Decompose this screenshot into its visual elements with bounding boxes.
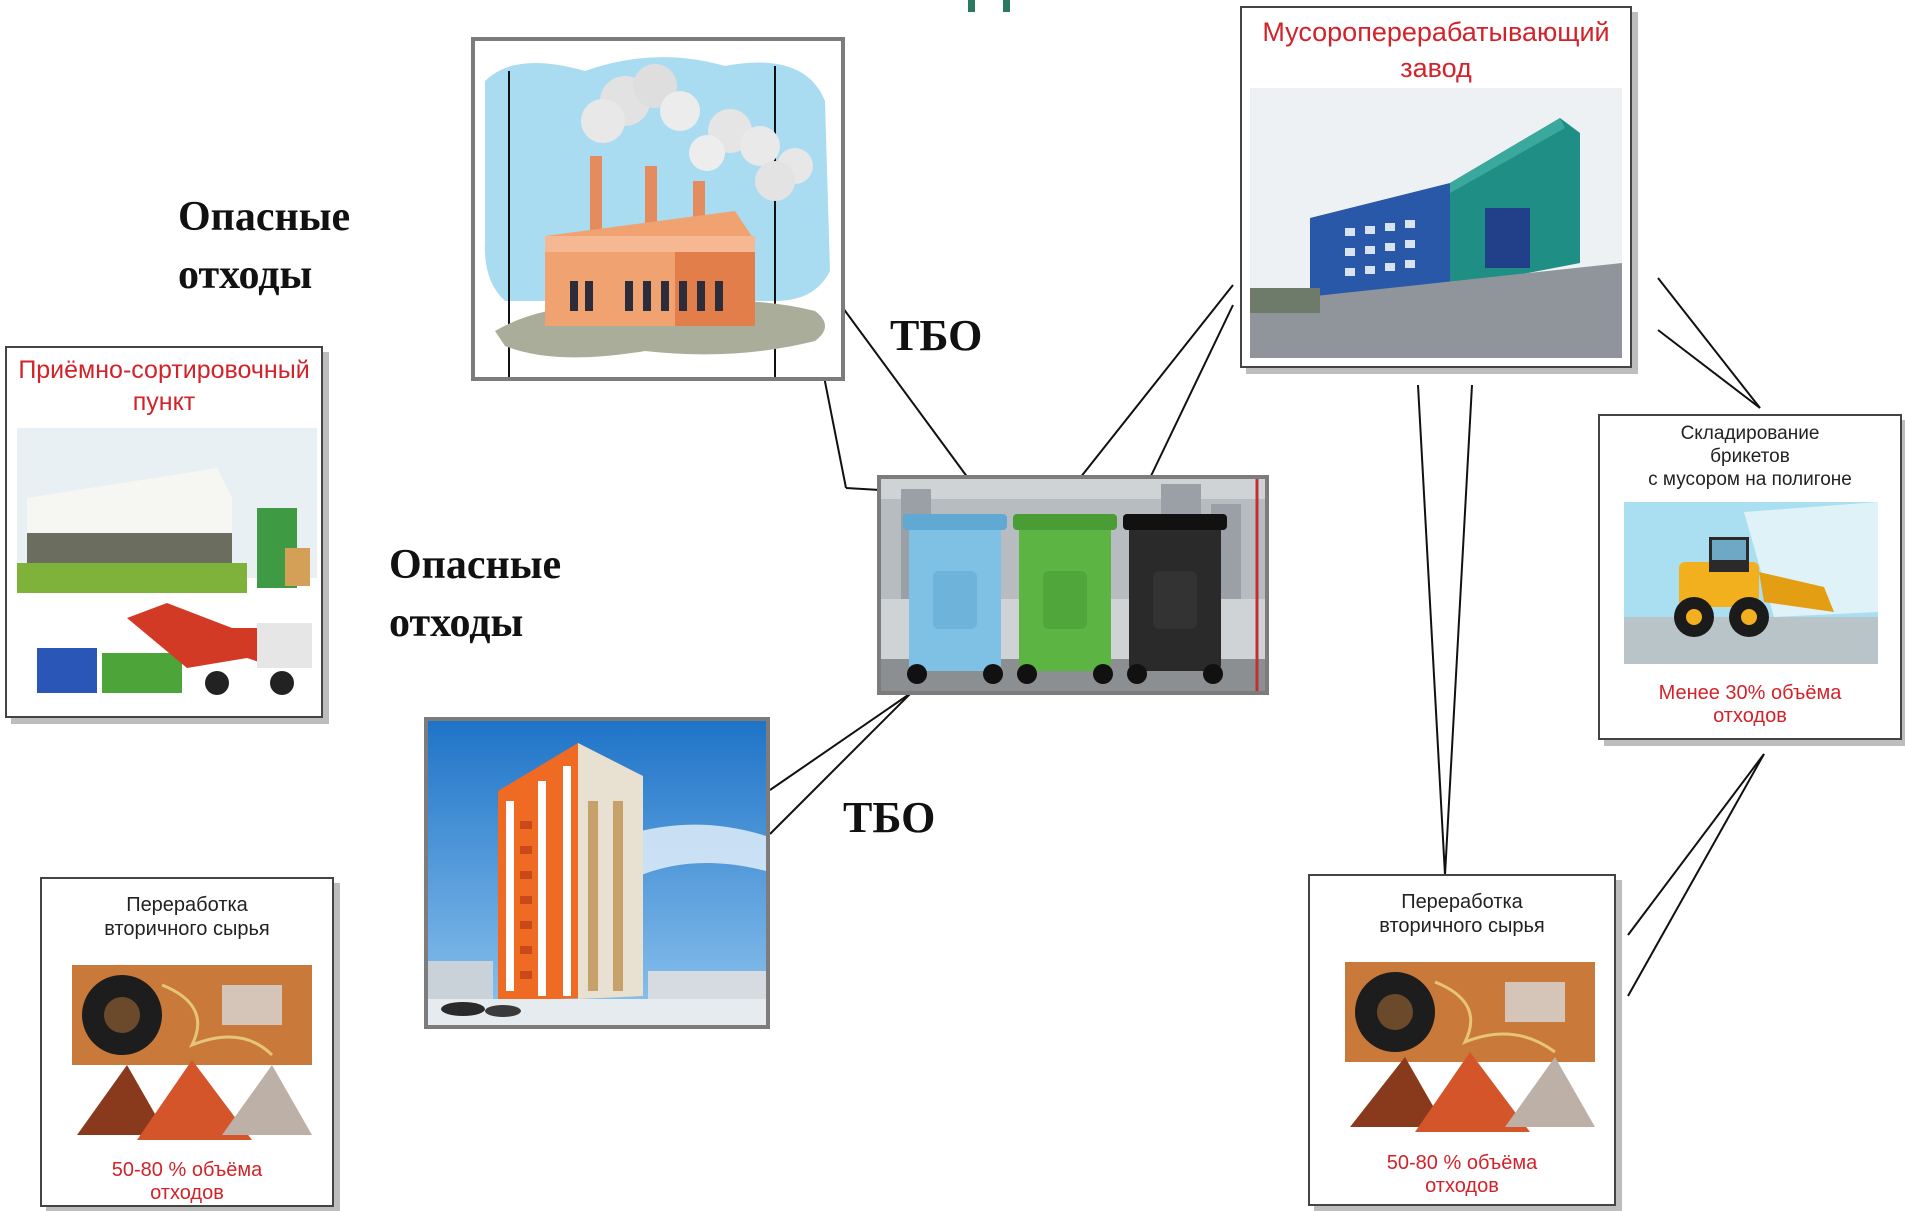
recycling-right-card: Переработка вторичного сырья 50-80 % объ… <box>1308 874 1616 1206</box>
storage-title-line1: Складирование <box>1680 423 1820 444</box>
sorting-point-title-line2: пункт <box>132 388 196 416</box>
apartment-building-image <box>424 717 770 1029</box>
storage-title-line3: с мусором на полигоне <box>1648 469 1852 490</box>
recycling-right-note-line1: 50-80 % объёма <box>1386 1152 1538 1174</box>
briquette-storage-card: Складирование брикетов с мусором на поли… <box>1598 414 1902 740</box>
plant-title-line2: завод <box>1400 53 1472 83</box>
plant-title-line1: Мусороперерабатывающий <box>1262 17 1610 47</box>
sorting-point-title-line1: Приёмно-сортировочный <box>18 356 310 384</box>
factory-icon <box>484 57 830 377</box>
recycled-materials-icon <box>1345 962 1595 1132</box>
recycling-left-title-line1: Переработка <box>126 894 248 916</box>
recycling-left-note-line2: отходов <box>150 1182 224 1204</box>
recycled-materials-icon <box>72 965 312 1140</box>
recycling-right-title-line1: Переработка <box>1401 891 1523 913</box>
recycling-left-card: Переработка вторичного сырья 50-80 % объ… <box>40 877 334 1207</box>
recycling-right-note-line2: отходов <box>1425 1175 1499 1197</box>
waste-processing-plant-card: Мусороперерабатывающий завод <box>1240 6 1632 368</box>
recycling-right-title-line2: вторичного сырья <box>1379 915 1545 937</box>
plant-building-icon <box>1250 88 1622 358</box>
sorting-point-photo <box>17 428 317 695</box>
msw-label-top: ТБО <box>890 311 983 360</box>
waste-bins-image <box>877 475 1269 695</box>
title-fragment <box>968 0 1010 12</box>
storage-note-line1: Менее 30% объёма <box>1658 682 1842 704</box>
msw-label-bottom: ТБО <box>843 793 936 842</box>
storage-note-line2: отходов <box>1713 705 1787 727</box>
storage-title-line2: брикетов <box>1710 446 1790 467</box>
apartment-building-icon <box>428 721 766 1025</box>
factory-image <box>471 37 845 381</box>
sorting-point-card: Приёмно-сортировочный пункт <box>5 346 323 718</box>
loader-icon <box>1624 502 1878 664</box>
recycling-left-note-line1: 50-80 % объёма <box>111 1159 263 1181</box>
waste-bins-icon <box>881 479 1265 691</box>
recycling-left-title-line2: вторичного сырья <box>104 918 270 940</box>
